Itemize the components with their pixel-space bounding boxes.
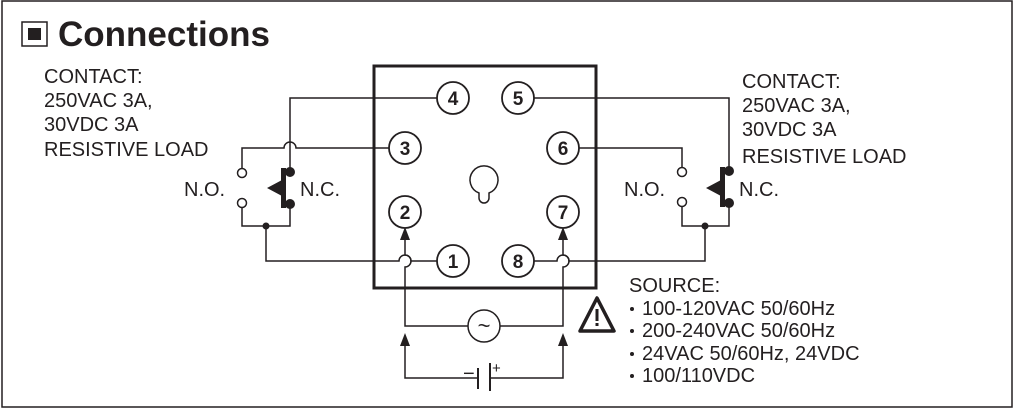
right-no-terminal (676, 166, 688, 178)
svg-text:6: 6 (558, 139, 569, 160)
left-contact-line: 30VDC 3A (44, 114, 139, 136)
title-bullet-icon (21, 21, 48, 47)
left-no-terminal (236, 197, 248, 209)
left-switch-wiring (241, 97, 437, 262)
warning-icon (578, 296, 616, 333)
source-heading: SOURCE: (629, 275, 720, 297)
left-no-label: N.O. (184, 179, 225, 201)
svg-text:3: 3 (400, 139, 411, 160)
ac-source-symbol: ~ (467, 309, 501, 343)
svg-text:8: 8 (513, 252, 524, 273)
right-no-terminal (676, 196, 688, 208)
left-no-terminal (236, 167, 248, 179)
svg-text:4: 4 (448, 89, 459, 110)
pin-2: 2 (388, 195, 422, 229)
pin-5: 5 (501, 81, 535, 115)
battery-minus-label: − (463, 363, 475, 385)
pin-6: 6 (546, 131, 580, 165)
right-contact-line: 250VAC 3A, (742, 95, 851, 117)
power-wiring (400, 227, 570, 391)
svg-text:2: 2 (400, 203, 411, 224)
right-nc-label: N.C. (739, 179, 779, 201)
right-no-label: N.O. (624, 179, 665, 201)
source-item: 200-240VAC 50/60Hz (642, 320, 835, 342)
pin-4: 4 (436, 81, 470, 115)
source-item: 100/110VDC (642, 365, 755, 387)
left-contact-line: RESISTIVE LOAD (44, 139, 209, 161)
source-item: 100-120VAC 50/60Hz (642, 298, 835, 320)
section-title: Connections (58, 15, 270, 54)
pin-1: 1 (436, 244, 470, 278)
source-list: 100-120VAC 50/60Hz 200-240VAC 50/60Hz 24… (630, 298, 860, 387)
svg-text:~: ~ (478, 313, 491, 338)
svg-text:5: 5 (513, 89, 524, 110)
right-nc-contact (706, 166, 734, 208)
left-nc-label: N.C. (300, 179, 340, 201)
pin-8: 8 (501, 244, 535, 278)
right-contact-line: 30VDC 3A (742, 119, 837, 141)
left-nc-contact (267, 167, 295, 209)
svg-text:1: 1 (448, 252, 459, 273)
left-contact-line: CONTACT: (44, 66, 143, 88)
left-contact-line: 250VAC 3A, (44, 90, 153, 112)
source-item: 24VAC 50/60Hz, 24VDC (642, 343, 860, 365)
battery-plus-label: + (492, 360, 501, 377)
svg-text:7: 7 (558, 203, 569, 224)
pin-3: 3 (388, 131, 422, 165)
keyhole-icon (469, 165, 499, 204)
right-contact-line: CONTACT: (742, 71, 841, 93)
right-contact-line: RESISTIVE LOAD (742, 146, 907, 168)
pin-7: 7 (546, 195, 580, 229)
